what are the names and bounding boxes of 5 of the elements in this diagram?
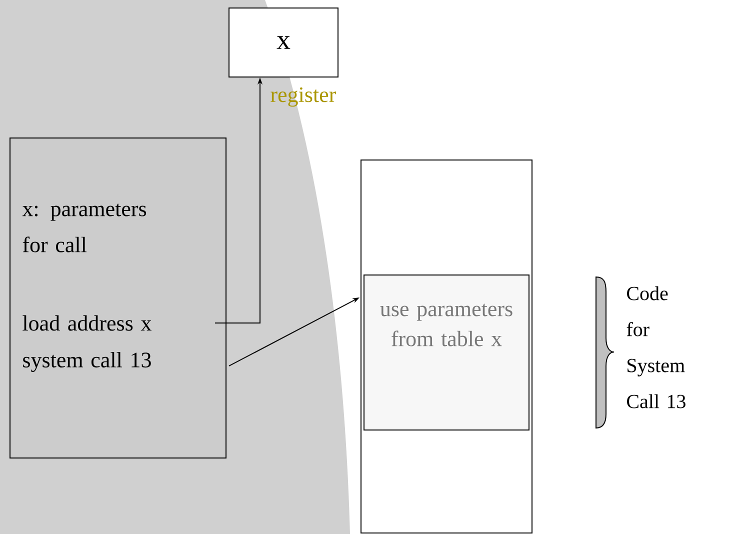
program-box: x: parameters for call load address x system call 13: [10, 138, 226, 458]
register-label: register: [270, 87, 336, 107]
brace-label: Code for System Call 13: [626, 286, 686, 408]
code-box: use parameters from table x: [364, 274, 530, 430]
register-box: x: [228, 8, 338, 78]
